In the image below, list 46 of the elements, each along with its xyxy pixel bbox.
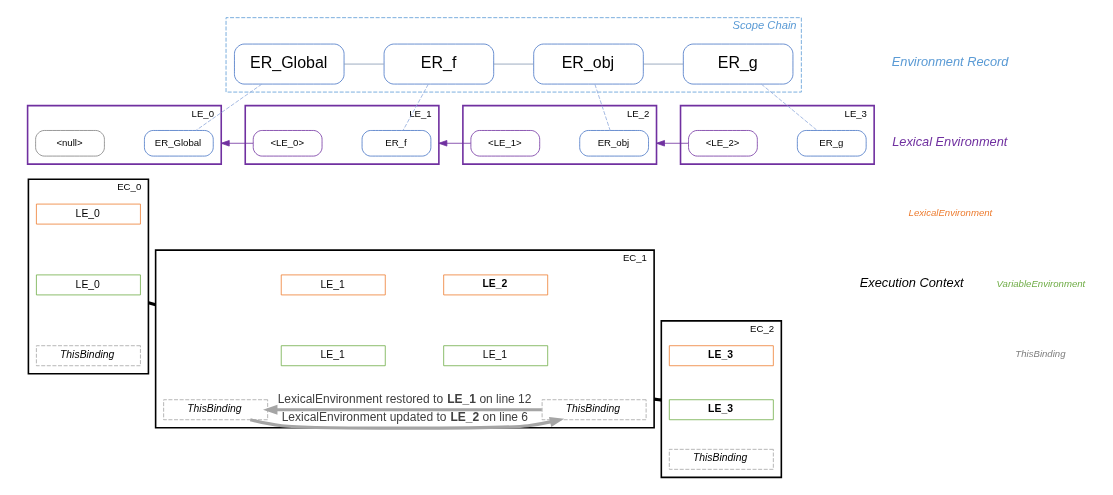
node-box: <null>: [35, 130, 105, 157]
node-box: ER_obj: [579, 130, 649, 157]
arrow: [220, 140, 254, 147]
node-box: ER_Global: [144, 130, 214, 157]
connector: [195, 83, 263, 131]
node-box: <LE_0>: [252, 130, 323, 157]
node-box: ER_f: [361, 130, 432, 157]
label: Environment Record: [891, 54, 1009, 70]
node-box: ER_f: [383, 43, 495, 85]
arrow: [656, 140, 689, 147]
arrow: [249, 417, 565, 430]
node-box: LE_3: [668, 345, 774, 367]
arrow: [438, 140, 472, 147]
node-box: ER_g: [796, 130, 867, 157]
node-box: ThisBinding: [541, 399, 647, 421]
node-box: LE_0: [36, 203, 141, 225]
label: Execution Context: [859, 275, 964, 291]
connector: [148, 301, 157, 307]
connector: [402, 84, 429, 131]
node-box: <LE_1>: [470, 130, 541, 157]
arrow: [263, 404, 542, 415]
label: ThisBinding: [1015, 348, 1066, 360]
connector: [653, 397, 662, 402]
node-box: LE_1: [443, 345, 549, 367]
connector: [643, 63, 684, 65]
node-box: LE_3: [668, 399, 774, 421]
connector: [594, 84, 611, 131]
node-box: <LE_2>: [688, 130, 758, 157]
label: VariableEnvironment: [996, 277, 1086, 289]
node-box: LE_2: [443, 274, 549, 296]
node-box: LE_1: [280, 274, 386, 296]
connector: [761, 83, 818, 131]
node-box: ThisBinding: [36, 345, 141, 367]
node-box: LE_0: [36, 274, 141, 296]
connector: [343, 63, 385, 65]
node-box: LE_1: [280, 345, 386, 367]
edge-label: LexicalEnvironment updated to LE_2 on line 6: [281, 409, 528, 424]
node-box: ER_g: [682, 43, 794, 85]
edge-label: LexicalEnvironment restored to LE_1 on line 12: [277, 391, 532, 406]
label: LexicalEnvironment: [908, 206, 993, 218]
node-box: ThisBinding: [163, 399, 269, 421]
node-box: ThisBinding: [668, 448, 774, 470]
label: Lexical Environment: [892, 133, 1008, 149]
node-box: ER_obj: [533, 43, 644, 85]
connector: [493, 63, 534, 65]
node-box: ER_Global: [234, 43, 345, 85]
